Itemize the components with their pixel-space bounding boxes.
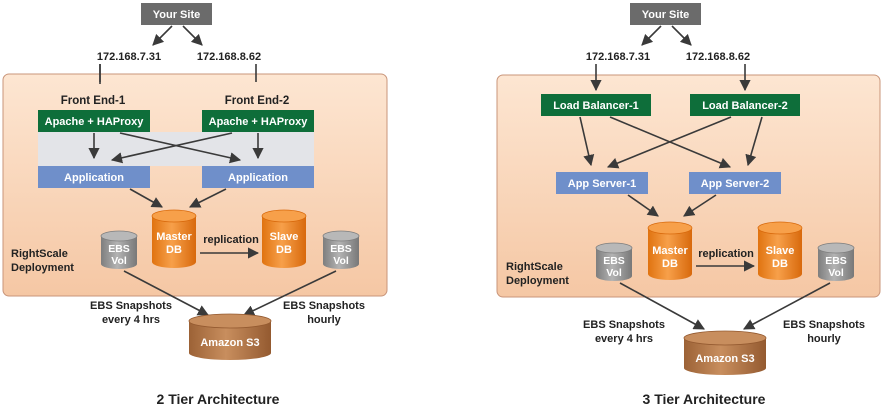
deployment-label-2: Deployment	[11, 262, 74, 274]
snapshot-left-label-1: EBS Snapshots	[90, 300, 172, 312]
replication-label: replication	[203, 234, 259, 246]
three-tier-diagram: Your Site 172.168.7.31 172.168.8.62 Load…	[496, 3, 881, 407]
replication-label: replication	[698, 248, 754, 260]
haproxy-label-1: Apache + HAProxy	[45, 116, 145, 128]
ebs-right-label-2: Vol	[828, 267, 844, 279]
arrow-site-ip2	[182, 25, 203, 46]
app-server-box-1	[556, 172, 648, 194]
application-box-1	[38, 166, 150, 188]
arrow-ha2-app1	[110, 132, 233, 164]
slave-db-label-2: DB	[276, 244, 292, 256]
front-end-band	[38, 132, 314, 166]
your-site-label: Your Site	[642, 9, 689, 21]
ebs-volume-right	[817, 242, 855, 281]
slave-db-label-2: DB	[772, 258, 788, 270]
snapshot-arrow-left	[123, 270, 209, 316]
two-tier-caption: 2 Tier Architecture	[157, 391, 280, 407]
load-balancer-box-2	[690, 94, 800, 116]
front-end-2-label: Front End-2	[225, 95, 290, 107]
snapshot-arrow-right	[242, 270, 337, 316]
front-end-1-label: Front End-1	[61, 95, 126, 107]
amazon-s3-cylinder	[683, 330, 767, 375]
app-server-label-1: App Server-1	[568, 178, 636, 190]
ip-address-1: 172.168.7.31	[97, 51, 161, 63]
snapshot-right-label-2: hourly	[307, 314, 341, 326]
arrow-app2-master	[683, 194, 717, 217]
application-label-1: Application	[64, 172, 124, 184]
master-db-label-2: DB	[166, 244, 182, 256]
ebs-right-label-2: Vol	[333, 255, 349, 267]
master-db-label-1: Master	[652, 245, 688, 257]
ebs-right-label-1: EBS	[825, 255, 847, 267]
ebs-left-label-2: Vol	[606, 267, 622, 279]
ip-address-2: 172.168.8.62	[686, 51, 750, 63]
snapshot-right-label-1: EBS Snapshots	[283, 300, 365, 312]
ebs-volume-left	[100, 230, 138, 269]
arrow-ha1-app2	[119, 132, 242, 164]
load-balancer-label-2: Load Balancer-2	[702, 100, 788, 112]
your-site-box	[141, 3, 212, 25]
master-db-label-1: Master	[156, 231, 192, 243]
deployment-label-2: Deployment	[506, 275, 569, 287]
ip-address-2: 172.168.8.62	[197, 51, 261, 63]
amazon-s3-label: Amazon S3	[200, 337, 259, 349]
snapshot-left-label-1: EBS Snapshots	[583, 319, 665, 331]
your-site-box	[630, 3, 701, 25]
master-db-cylinder	[647, 221, 693, 280]
haproxy-label-2: Apache + HAProxy	[209, 116, 309, 128]
ebs-volume-left	[595, 242, 633, 281]
slave-db-cylinder	[261, 209, 307, 268]
load-balancer-label-1: Load Balancer-1	[553, 100, 639, 112]
your-site-label: Your Site	[153, 9, 200, 21]
snapshot-arrow-left	[619, 282, 705, 330]
slave-db-cylinder	[757, 221, 803, 280]
amazon-s3-label: Amazon S3	[695, 353, 754, 365]
app-server-box-2	[689, 172, 781, 194]
amazon-s3-cylinder	[188, 313, 272, 360]
master-db-cylinder	[151, 209, 197, 268]
ebs-right-label-1: EBS	[330, 243, 352, 255]
deployment-label-1: RightScale	[506, 261, 563, 273]
master-db-label-2: DB	[662, 258, 678, 270]
ebs-left-label-2: Vol	[111, 255, 127, 267]
arrow-site-ip1	[152, 25, 173, 46]
app-server-label-2: App Server-2	[701, 178, 769, 190]
arrow-lb1-app1	[579, 116, 595, 167]
arrow-site-ip1	[641, 25, 662, 46]
arrow-lb2-app1	[606, 116, 732, 169]
ebs-left-label-1: EBS	[108, 243, 130, 255]
haproxy-box-1	[38, 110, 150, 132]
snapshot-right-label-2: hourly	[807, 333, 841, 345]
snapshot-left-label-2: every 4 hrs	[102, 314, 160, 326]
arrow-lb2-app2	[745, 116, 763, 167]
snapshot-arrow-right	[743, 282, 831, 330]
arrow-app1-master	[627, 194, 659, 217]
snapshot-left-label-2: every 4 hrs	[595, 333, 653, 345]
slave-db-label-1: Slave	[766, 245, 795, 257]
arrow-app2-master	[188, 188, 227, 208]
arrow-site-ip2	[671, 25, 692, 46]
three-tier-caption: 3 Tier Architecture	[643, 391, 766, 407]
load-balancer-box-1	[541, 94, 651, 116]
ebs-volume-right	[322, 230, 360, 269]
ebs-left-label-1: EBS	[603, 255, 625, 267]
deployment-label-1: RightScale	[11, 248, 68, 260]
slave-db-label-1: Slave	[270, 231, 299, 243]
haproxy-box-2	[202, 110, 314, 132]
two-tier-diagram: Your Site 172.168.7.31 172.168.8.62 Fron…	[2, 3, 388, 407]
arrow-app1-master	[129, 188, 163, 208]
application-box-2	[202, 166, 314, 188]
ip-address-1: 172.168.7.31	[586, 51, 650, 63]
snapshot-right-label-1: EBS Snapshots	[783, 319, 865, 331]
application-label-2: Application	[228, 172, 288, 184]
